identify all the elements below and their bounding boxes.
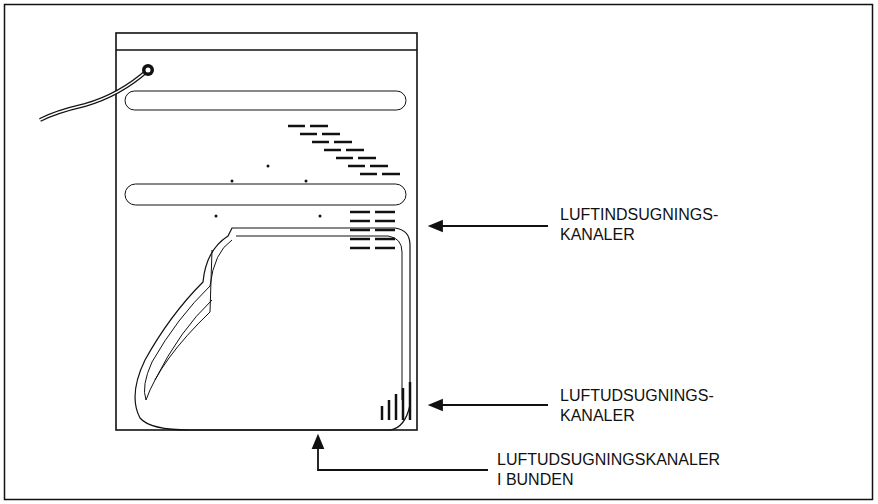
- callout-label: LUFTINDSUGNINGS- KANALER: [560, 205, 723, 245]
- slot: [125, 184, 406, 205]
- frame: [5, 5, 873, 500]
- door-outline: [135, 228, 410, 430]
- top-edge: [116, 49, 417, 51]
- door-inner: [236, 236, 402, 400]
- door-fold: [144, 240, 232, 400]
- housing: [116, 33, 417, 430]
- power-cable: [40, 70, 148, 120]
- door-fold: [155, 300, 212, 380]
- screw-dots: [215, 165, 322, 218]
- callout-label: LUFTUDSUGNINGSKANALER I BUNDEN: [497, 450, 725, 490]
- leader-arrows: [313, 221, 548, 470]
- power-cable: [40, 70, 148, 120]
- slot: [125, 91, 406, 110]
- exhaust-bars: [382, 382, 410, 420]
- cable-entry: [146, 68, 151, 73]
- vent-slats: [288, 126, 400, 248]
- callout-label: LUFTUDSUGNINGS- KANALER: [560, 386, 718, 426]
- cable-entry: [142, 64, 154, 76]
